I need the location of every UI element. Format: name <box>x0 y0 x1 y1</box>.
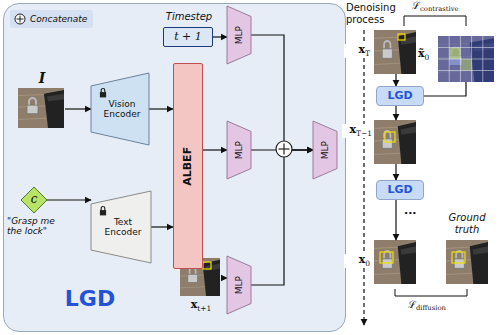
image-xT-1 <box>374 120 416 164</box>
connector-arrow <box>149 108 173 109</box>
node-text: ALBEF <box>182 147 195 186</box>
mlp-block: MLP <box>227 6 251 64</box>
lock-body <box>100 210 106 215</box>
connector-arrow <box>251 150 313 285</box>
node-text: LGD <box>387 184 412 197</box>
node-text: MLP <box>234 26 244 44</box>
subscript: T <box>365 49 370 58</box>
image-x0-tilde <box>438 36 494 82</box>
legend-swatch <box>14 13 26 25</box>
contrastive-bracket <box>404 16 466 26</box>
concat-symbol <box>15 14 25 24</box>
process-label: Denoising process <box>346 2 402 26</box>
lock-shackle <box>101 207 105 211</box>
vision-encoder: Vision Encoder <box>91 73 149 145</box>
node-text: Timestep <box>158 11 220 23</box>
subscript: diffusion <box>416 304 446 312</box>
node-text: Text Encoder <box>91 217 151 238</box>
ellipsis: ... <box>404 204 434 217</box>
condition-diamond-outline <box>21 187 47 213</box>
mlp-block-outline <box>227 256 251 314</box>
diffusion-bracket <box>395 289 467 296</box>
mlp-block: MLP <box>227 256 251 314</box>
text-encoder: Text Encoder <box>91 191 151 263</box>
lgd-box: LGD <box>376 86 424 106</box>
node-text: xT−1 <box>342 124 372 138</box>
node-text: MLP <box>320 141 330 159</box>
connector-arrow <box>151 226 173 227</box>
node-text: LGD <box>50 286 130 311</box>
subscript: contrastive <box>420 5 459 13</box>
subscript: T−1 <box>356 129 372 138</box>
mlp-block: MLP <box>227 121 251 179</box>
connector-arrow <box>424 82 466 96</box>
lock-shackle <box>101 89 105 93</box>
connector-arrow <box>65 108 91 109</box>
connector-arrow <box>213 36 227 37</box>
image-ground-truth <box>446 240 488 284</box>
concat-cross <box>17 16 24 23</box>
subscript: 0 <box>425 53 430 62</box>
mlp-block-outline <box>227 121 251 179</box>
mlp-block: MLP <box>313 121 337 179</box>
frozen-lock-icon <box>99 205 107 216</box>
image-i <box>18 88 64 128</box>
vision-encoder-outline <box>91 73 149 145</box>
timestep-box: Timestept + 1 <box>163 27 213 47</box>
image-node: Ground truth <box>446 240 488 284</box>
connector-arrow <box>47 199 91 200</box>
albef-block: ALBEF <box>173 63 203 269</box>
mlp-block-outline <box>313 121 337 179</box>
legend-text: Concatenate <box>30 14 87 24</box>
connector-arrow <box>395 106 396 120</box>
node-text: "Grasp me the lock" <box>7 216 69 237</box>
image-node: x0 <box>374 240 416 284</box>
node-text: LGD <box>387 90 412 103</box>
image-node: xt+1 <box>181 259 221 297</box>
loss-label: ℒdiffusion <box>408 299 488 313</box>
image-node: xT <box>374 30 416 74</box>
node-text: xT <box>344 44 370 58</box>
connector-arrow <box>221 277 227 278</box>
node-text: MLP <box>234 141 244 159</box>
frozen-lock-icon <box>99 87 107 98</box>
node-text: I <box>19 70 65 86</box>
subscript: 0 <box>365 259 370 268</box>
node-text: x̃0 <box>418 48 436 62</box>
loss-label: ℒcontrastive <box>412 0 492 14</box>
connector-arrow <box>395 164 396 180</box>
connector-arrow <box>203 149 227 150</box>
text-encoder-outline <box>91 191 151 263</box>
lgd-box: LGD <box>376 180 424 200</box>
image-node: xT−1 <box>374 120 416 164</box>
denoising-arrow <box>363 30 364 325</box>
legend-entry: Concatenate <box>10 10 93 28</box>
node-text: Ground truth <box>440 212 494 235</box>
condition-diamond: c"Grasp me the lock" <box>21 187 47 213</box>
subscript: t+1 <box>197 304 211 313</box>
image-node: I <box>19 89 65 129</box>
connector-arrow <box>395 200 396 240</box>
node-text: c <box>31 193 38 207</box>
panel-fill <box>4 4 346 332</box>
image-xT <box>374 30 416 74</box>
node-text: MLP <box>234 276 244 294</box>
lgd-panel: LGDTimestept + 1IVision EncoderALBEFMLPM… <box>3 3 346 332</box>
node-text: Vision Encoder <box>91 99 149 120</box>
connector-arrow <box>251 35 313 150</box>
connector-arrow <box>395 74 396 86</box>
node-text: xt+1 <box>176 299 226 313</box>
node-text: t + 1 <box>174 31 202 44</box>
mlp-block-outline <box>227 6 251 64</box>
image-x0 <box>374 240 416 284</box>
image-node: x̃0 <box>438 36 494 82</box>
lock-body <box>100 92 106 97</box>
node-text: x0 <box>344 254 370 268</box>
